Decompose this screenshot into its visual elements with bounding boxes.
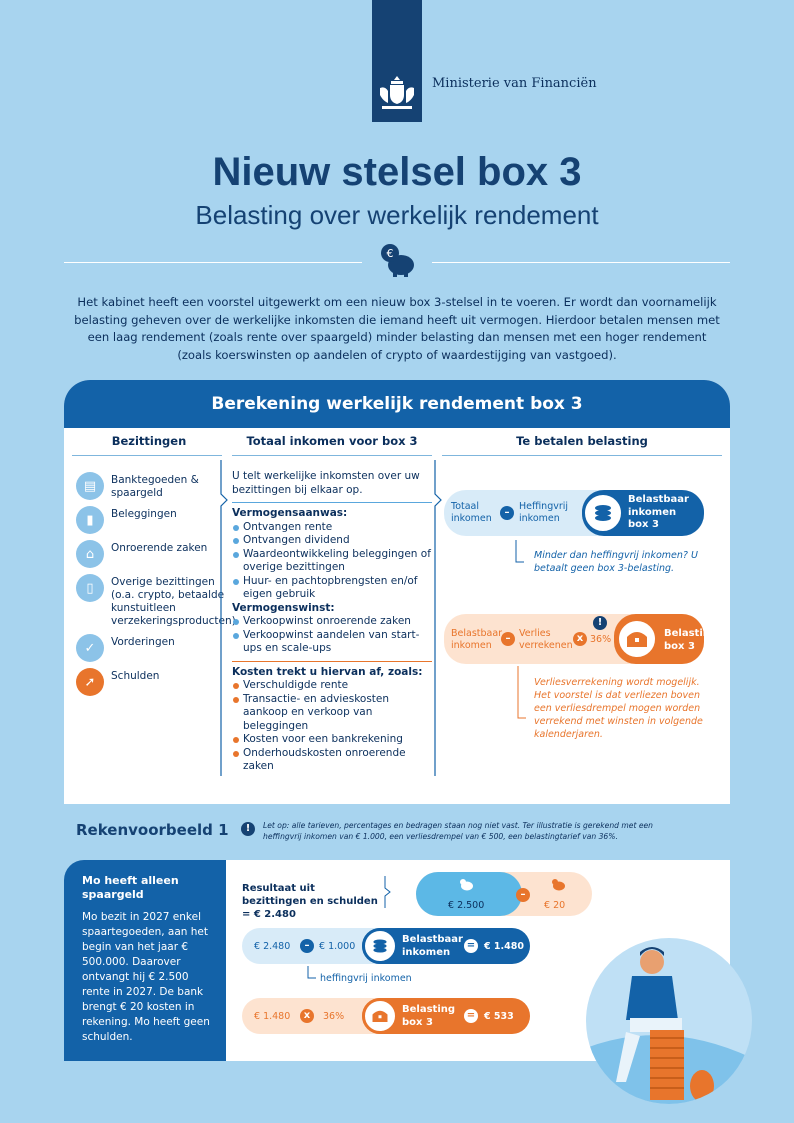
col-rule (442, 455, 722, 456)
treasure-chest-icon (362, 998, 398, 1034)
col-head-tax: Te betalen belasting (516, 434, 648, 448)
house-icon: ⌂ (76, 540, 104, 568)
treasure-chest-icon (616, 618, 658, 660)
ministry-name: Ministerie van Financiën (432, 76, 597, 91)
minus-icon: – (500, 506, 514, 520)
asset-item: ⌂ Onroerende zaken (76, 540, 226, 568)
equals-icon: = (464, 939, 478, 953)
warning-icon: ! (593, 616, 607, 630)
piggy-bank-icon (458, 876, 474, 892)
panel-title: Berekening werkelijk rendement box 3 (64, 380, 730, 428)
multiply-icon: x (573, 632, 587, 646)
piggy-bank-icon: € (381, 244, 414, 277)
warning-icon: ! (241, 822, 255, 836)
asset-item: ▯ Overige bezittingen (o.a. crypto, beta… (76, 574, 236, 628)
col-rule (232, 455, 432, 456)
minus-icon: – (300, 939, 314, 953)
connector (517, 666, 526, 719)
connector (307, 966, 316, 979)
divider-right (432, 262, 730, 263)
coins-icon (582, 492, 624, 534)
minus-icon: – (516, 888, 530, 902)
hand-icon: ✓ (76, 634, 104, 662)
coins-icon (362, 928, 398, 964)
income-list: U telt werkelijke inkomsten over uw bezi… (232, 470, 432, 772)
example-title: Rekenvoorbeeld 1 (76, 821, 229, 839)
asset-item: ➚ Schulden (76, 668, 226, 696)
document-icon: ▯ (76, 574, 104, 602)
page-title: Nieuw stelsel box 3 (212, 150, 582, 194)
equals-icon: = (464, 1009, 478, 1023)
col-head-assets: Bezittingen (111, 434, 187, 448)
bracket (384, 876, 391, 908)
person-illustration (586, 938, 752, 1104)
asset-item: ▤ Banktegoeden & spaargeld (76, 472, 226, 500)
divider-left (64, 262, 362, 263)
bank-icon: ▤ (76, 472, 104, 500)
asset-item: ✓ Vorderingen (76, 634, 226, 662)
bracket-left (220, 460, 228, 776)
debt-icon: ➚ (76, 668, 104, 696)
connector (515, 540, 524, 563)
crest-icon (380, 76, 414, 109)
minus-icon: – (501, 632, 515, 646)
intro-text: Het kabinet heeft een voorstel uitgewerk… (74, 295, 720, 362)
asset-item: ▮ Beleggingen (76, 506, 226, 534)
example-person-box: Mo heeft alleen spaargeld Mo bezit in 20… (64, 860, 226, 1061)
example-disclaimer: Let op: alle tarieven, percentages en be… (263, 821, 653, 841)
income-pill (416, 872, 522, 916)
calculation-panel: Berekening werkelijk rendement box 3 Bez… (64, 380, 730, 804)
multiply-icon: x (300, 1009, 314, 1023)
svg-text:€: € (387, 247, 394, 260)
bracket-right (434, 460, 442, 776)
page-subtitle: Belasting over werkelijk rendement (195, 200, 599, 230)
col-rule (72, 455, 222, 456)
piggy-bank-cost-icon (550, 876, 566, 892)
chart-icon: ▮ (76, 506, 104, 534)
col-head-income: Totaal inkomen voor box 3 (246, 434, 418, 448)
